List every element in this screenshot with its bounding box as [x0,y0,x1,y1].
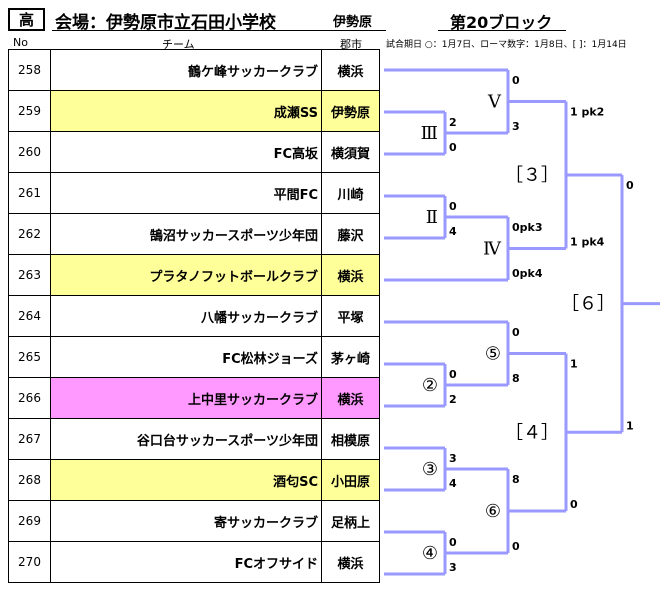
team-number: 260 [8,131,51,173]
team-name: 酒匂SC [50,459,322,501]
team-name: FC松林ジョーズ [50,336,322,378]
match-score: 8 [512,473,520,486]
match-label: ［４］ [505,422,559,443]
team-city: 川崎 [321,172,380,214]
column-header-no: No [13,36,28,49]
match-score: 4 [449,225,457,238]
match-score: 0 [449,200,457,213]
venue-title: 会場：伊勢原市立石田小学校 [55,13,276,33]
header-underline [52,30,386,31]
team-name: 鵠沼サッカースポーツ少年団 [50,213,322,255]
team-city: 藤沢 [321,213,380,255]
team-city: 横浜 [321,541,380,583]
team-number: 263 [8,254,51,296]
block-title-underline [438,30,566,31]
match-score: 2 [449,393,457,406]
venue-city: 伊勢原 [333,15,373,30]
team-number: 262 [8,213,51,255]
match-label: Ⅲ [421,123,438,144]
match-score: 3 [512,120,520,133]
match-score: 1 [626,419,634,432]
match-score: 0 [449,141,457,154]
category-badge: 高 [8,8,45,31]
match-label: ④ [422,543,438,564]
match-score: 0 [512,326,520,339]
team-city: 伊勢原 [321,90,380,132]
team-number: 270 [8,541,51,583]
match-label: Ⅴ [487,92,502,113]
match-score: 0 [512,540,520,553]
team-city: 茅ヶ崎 [321,336,380,378]
team-name: 平間FC [50,172,322,214]
match-score: 0 [449,536,457,549]
team-name: 寄サッカークラブ [50,500,322,542]
team-city: 平塚 [321,295,380,337]
match-label: ② [422,375,438,396]
team-name: 谷口台サッカースポーツ少年団 [50,418,322,460]
match-label: ③ [422,459,438,480]
match-score: 2 [449,116,457,129]
column-header-city: 郡市 [340,38,362,51]
match-label: ［６］ [561,294,615,315]
match-label: ［３］ [505,165,559,186]
team-name: FCオフサイド [50,541,322,583]
match-score: 1 pk4 [570,236,605,249]
match-label: Ⅱ [426,207,438,228]
match-label: Ⅳ [483,239,502,260]
team-city: 小田原 [321,459,380,501]
match-label: ⑥ [485,501,501,522]
team-number: 269 [8,500,51,542]
match-score: 3 [449,452,457,465]
team-name: 上中里サッカークラブ [50,377,322,419]
match-score: 4 [449,477,457,490]
match-score: 3 [449,561,457,574]
block-title: 第20ブロック [450,13,553,32]
team-city: 足柄上 [321,500,380,542]
match-score: 0pk3 [512,221,543,234]
column-header-team: チーム [162,38,195,51]
match-score: 0 [512,74,520,87]
team-city: 横浜 [321,254,380,296]
match-score: 0 [449,368,457,381]
schedule-legend: 試合期日 ○：1月7日、ローマ数字：1月8日、[ ]：1月14日 [386,40,627,50]
team-name: 成瀬SS [50,90,322,132]
match-score: 0 [570,498,578,511]
team-city: 横須賀 [321,131,380,173]
team-number: 268 [8,459,51,501]
team-name: 鶴ケ峰サッカークラブ [50,49,322,91]
match-score: 1 [570,358,578,371]
match-score: 0 [626,179,634,192]
match-label: ⑤ [485,344,501,365]
team-city: 横浜 [321,377,380,419]
match-score: 8 [512,372,520,385]
team-number: 267 [8,418,51,460]
team-city: 相模原 [321,418,380,460]
match-score: 0pk4 [512,267,543,280]
team-name: FC高坂 [50,131,322,173]
team-city: 横浜 [321,49,380,91]
match-score: 1 pk2 [570,106,604,119]
